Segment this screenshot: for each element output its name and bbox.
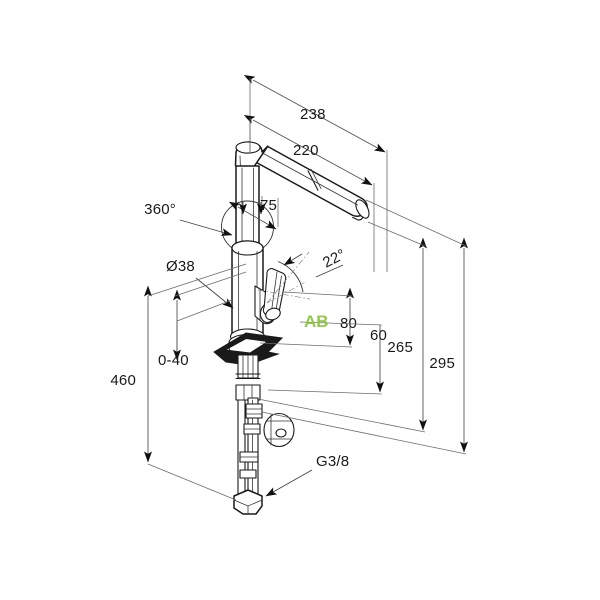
- dimension-label-dia38: Ø38: [166, 258, 195, 275]
- lever-handle: [262, 267, 287, 321]
- dimension-label-75: 75: [260, 197, 277, 214]
- base-flange: [213, 328, 284, 401]
- watermark-text: AB: [304, 312, 329, 331]
- faucet-drawing: [213, 141, 370, 515]
- dimension-label-220: 220: [293, 142, 319, 159]
- dimension-label-265: 265: [387, 339, 413, 356]
- dimension-label-360deg: 360°: [144, 201, 176, 218]
- dimension-label-0-40: 0-40: [158, 352, 189, 369]
- dimension-label-g38: G3/8: [316, 453, 349, 470]
- spout-nozzle: [355, 199, 370, 219]
- dimension-460: 460: [110, 263, 247, 501]
- elbow-top-cap: [235, 141, 261, 154]
- dimension-0-40: 0-40: [158, 271, 247, 369]
- dimension-60: 60: [267, 321, 387, 395]
- lever-angle-arc: [257, 251, 311, 304]
- dimension-label-295: 295: [429, 355, 455, 372]
- dimension-295: 295: [261, 199, 468, 455]
- dimension-dia38: Ø38: [166, 258, 234, 309]
- dimension-360deg: 360°: [144, 201, 265, 236]
- connection-hoses: [233, 397, 295, 515]
- dimension-label-60: 60: [370, 327, 387, 344]
- hose-weight-clip: [263, 412, 295, 448]
- dimension-g38: G3/8: [265, 453, 349, 497]
- dimension-label-238: 238: [300, 106, 326, 123]
- dimension-label-460: 460: [110, 372, 136, 389]
- dimension-layer: 238 220 75 360° 22°: [110, 74, 468, 501]
- dimension-220: 220: [243, 114, 375, 272]
- dimension-265: 265: [257, 221, 427, 433]
